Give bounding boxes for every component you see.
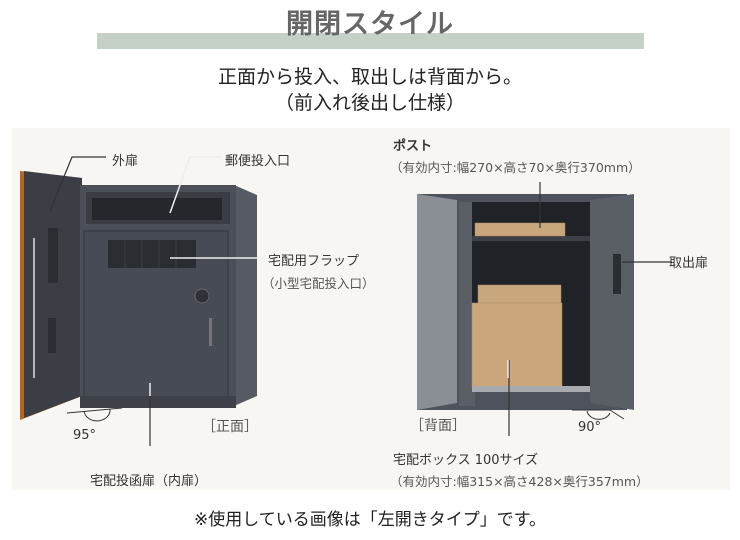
- label-outer-door: 外扉: [112, 154, 139, 169]
- title-band: [97, 33, 644, 49]
- front-angle: 95°: [73, 428, 97, 443]
- label-delivery-flap: 宅配用フラップ: [268, 254, 360, 269]
- label-post-dims: （有効内寸:幅270×高さ70×奥行370mm）: [390, 160, 641, 175]
- product-image-panel: [12, 128, 730, 490]
- front-view-label: ［正面］: [202, 419, 258, 435]
- subtitle-line1: 正面から投入、取出しは背面から。: [217, 66, 522, 88]
- footer-note: ※使用している画像は「左開きタイプ」です。: [193, 510, 547, 530]
- back-view-label: ［背面］: [410, 418, 466, 434]
- label-retrieval-door: 取出扉: [669, 256, 709, 271]
- back-angle: 90°: [578, 420, 602, 435]
- cabinet-illustration: [20, 156, 672, 446]
- page-title: 開閉スタイル: [286, 9, 454, 40]
- label-mail-slot: 郵便投入口: [225, 154, 291, 169]
- subtitle-line2: （前入れ後出し仕様）: [274, 92, 465, 114]
- label-post: ポスト: [393, 139, 433, 154]
- label-delivery-box: 宅配ボックス 100サイズ: [393, 453, 539, 468]
- label-delivery-box-dims: （有効内寸:幅315×高さ428×奥行357mm）: [390, 474, 649, 489]
- label-inner-door: 宅配投函扉（内扉）: [90, 474, 208, 489]
- label-delivery-flap-sub: （小型宅配投入口）: [262, 276, 375, 291]
